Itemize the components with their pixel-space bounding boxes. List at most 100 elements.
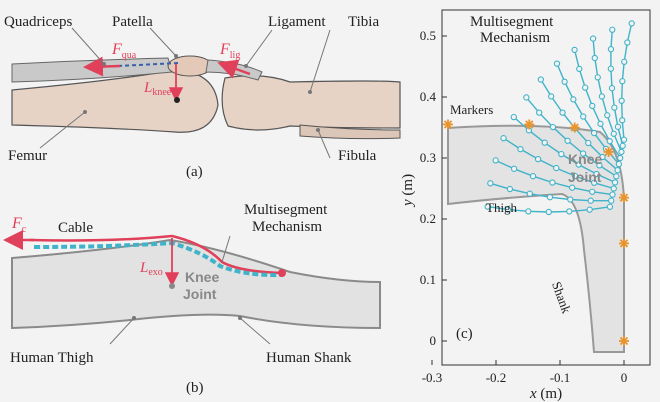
leader-mech-b	[221, 235, 231, 263]
mechanism-joint	[604, 112, 611, 119]
label-f-lig: Flig	[219, 41, 240, 61]
leader-ligament	[245, 29, 273, 67]
label-tibia: Tibia	[348, 14, 379, 30]
mechanism-joint	[580, 113, 587, 120]
label-mech-1: Multisegment	[244, 202, 328, 218]
mechanism-joint	[525, 208, 532, 215]
mechanism-joint	[591, 179, 598, 186]
mechanism-joint	[606, 138, 613, 145]
mechanism-joint	[597, 120, 604, 127]
label-cable: Cable	[58, 220, 93, 236]
mechanism-joint	[523, 94, 530, 101]
mechanism-joint	[545, 208, 552, 216]
marker-point	[603, 146, 614, 157]
mechanism-joint	[529, 173, 537, 180]
y-tick-label: 0.5	[420, 28, 436, 43]
mechanism-joint	[607, 65, 615, 72]
label-knee-c2: Joint	[568, 169, 602, 185]
mechanism-joint	[589, 102, 596, 110]
mechanism-joint	[571, 46, 578, 54]
marker-point	[619, 336, 629, 346]
mechanism-joint	[564, 137, 571, 144]
mechanism-joint	[576, 65, 583, 73]
panel-a: Quadriceps Patella Ligament Tibia Femur …	[4, 14, 401, 180]
mechanism-joint	[619, 142, 626, 149]
mechanism-joint	[608, 197, 615, 204]
caption-a: (a)	[186, 164, 203, 180]
y-axis-label: y (m)	[400, 174, 416, 208]
mechanism-joint	[590, 129, 598, 137]
label-human-thigh: Human Thigh	[10, 350, 94, 366]
mechanism-joint	[599, 153, 606, 161]
label-f-qua: Fqua	[111, 41, 137, 61]
mechanism-joint	[619, 78, 626, 85]
mechanism-joint	[553, 164, 560, 172]
mechanism-joint	[517, 145, 524, 153]
y-tick-label: 0.1	[420, 272, 436, 287]
knee-center	[174, 97, 180, 103]
mechanism-joint	[591, 54, 598, 62]
leader-thigh-b	[109, 317, 135, 345]
mechanism-joint	[567, 196, 574, 203]
mechanism-joint	[613, 173, 620, 180]
label-ligament: Ligament	[268, 14, 326, 30]
mechanism-joint	[534, 155, 542, 163]
x-axis-label: x (m)	[529, 386, 562, 402]
label-f-c: Fc	[11, 215, 27, 235]
mechanism-joint	[618, 97, 625, 104]
label-femur: Femur	[8, 148, 47, 164]
label-knee-c1: Knee	[568, 151, 602, 167]
mechanism-joint	[546, 194, 554, 201]
f-lig-arrow	[217, 59, 251, 79]
f-qua-arrow	[83, 56, 121, 77]
mechanism-joint	[621, 58, 628, 65]
mechanism-joint	[558, 150, 565, 158]
label-quadriceps: Quadriceps	[4, 14, 72, 30]
mechanism-joint	[606, 203, 614, 210]
mechanism-joint	[484, 203, 491, 210]
mechanism-joint	[575, 161, 582, 168]
mechanism-joint	[487, 180, 494, 187]
marker-point	[443, 119, 453, 130]
y-tick-label: 0.2	[420, 211, 436, 226]
tibia-bone	[221, 75, 401, 131]
label-knee-b1: Knee	[185, 269, 219, 285]
caption-b: (b)	[186, 380, 204, 396]
mechanism-joint	[571, 172, 579, 180]
leader-fibula	[317, 129, 331, 159]
label-human-shank: Human Shank	[266, 350, 352, 366]
mechanism-dashed	[33, 240, 283, 278]
mechanism-joint	[541, 139, 548, 146]
mechanism-joint	[607, 46, 615, 53]
mechanism-joint	[594, 74, 601, 81]
fibula-bone	[299, 124, 401, 140]
mechanism-joint	[609, 26, 616, 33]
marker-series	[443, 119, 629, 346]
marker-point	[619, 238, 629, 249]
plot-frame	[441, 9, 651, 366]
y-tick-label: 0.3	[420, 150, 436, 165]
limb-shape	[11, 238, 381, 330]
mechanism-joint	[593, 170, 600, 178]
title-mech-2: Mechanism	[480, 30, 550, 46]
mechanism-joint	[585, 139, 592, 147]
patella	[167, 55, 213, 77]
mechanism-joint	[536, 109, 543, 116]
marker-point	[524, 119, 535, 130]
mechanism-joint	[618, 148, 625, 156]
mechanism-joint	[614, 123, 622, 130]
label-mech-2: Mechanism	[252, 219, 322, 235]
x-tick-label: -0.1	[550, 370, 571, 385]
mechanism-joint	[510, 113, 517, 121]
marker-point	[619, 192, 629, 203]
mechanism-joint	[628, 20, 635, 27]
mechanism-joint	[492, 157, 499, 164]
mechanism-joint	[566, 208, 573, 215]
x-tick-label: 0	[621, 370, 628, 385]
mechanism-joint	[610, 130, 617, 137]
mechanism-joint	[624, 39, 631, 46]
leader-shank-b	[239, 317, 271, 345]
mechanism-joint	[510, 165, 518, 172]
